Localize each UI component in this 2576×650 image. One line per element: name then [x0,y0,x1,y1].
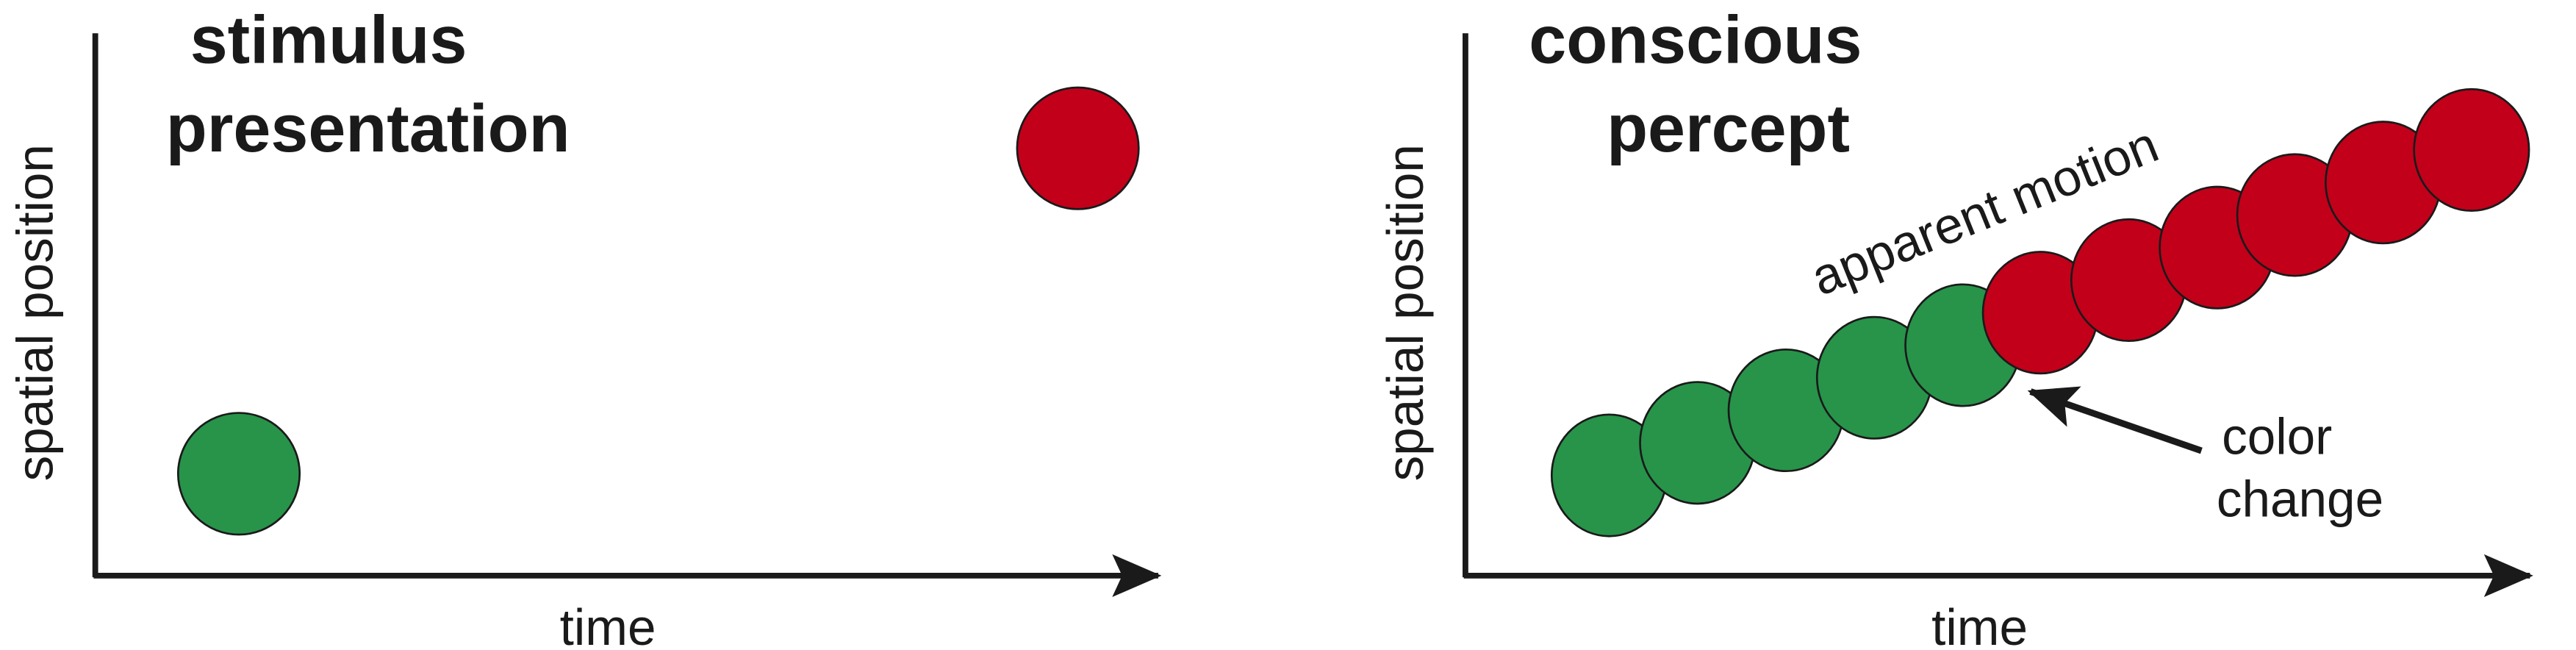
red-dot [2413,88,2530,212]
color-change-arrow [2027,386,2203,454]
x-axis-label: time [1931,599,2028,650]
panel-conscious-percept: conscious percept spatial position time … [1377,2,2533,650]
y-axis-label: spatial position [7,144,64,481]
panel-title-line2: percept [1607,91,1850,166]
x-axis-label: time [560,599,656,650]
green-dot [176,412,301,536]
red-dot [1016,86,1140,210]
panel-title-line2: presentation [166,91,570,166]
y-axis-label: spatial position [1377,144,1434,481]
color-change-label-line1: color [2222,407,2332,465]
panel-stimulus-presentation: stimulus presentation spatial position t… [7,2,1162,650]
panel-title-line1: stimulus [190,2,467,77]
stimulus-points [176,86,1140,536]
percept-points [1550,88,2530,538]
color-change-label-line2: change [2217,470,2383,527]
panel-title-line1: conscious [1529,2,1862,77]
